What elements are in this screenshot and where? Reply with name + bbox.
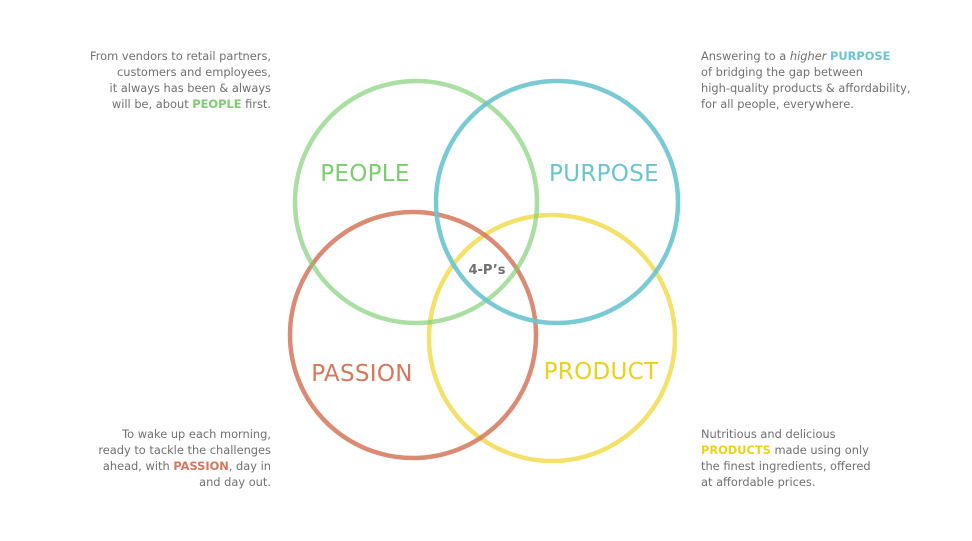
product-description-text: made using only (770, 443, 869, 457)
product-description: Nutritious and delicious PRODUCTS made u… (701, 426, 871, 490)
people-label: PEOPLE (320, 161, 410, 187)
purpose-highlight: PURPOSE (830, 49, 891, 63)
passion-circle (287, 209, 539, 461)
product-highlight: PRODUCTS (701, 443, 771, 457)
product-description-line: at affordable prices. (701, 475, 816, 489)
purpose-italic-word: higher (789, 49, 827, 63)
product-circle (426, 212, 678, 464)
purpose-description-line: Answering to a higher PURPOSE (701, 48, 910, 64)
people-description-text: first. (241, 97, 271, 111)
people-description-line: it always has been & always (109, 81, 271, 95)
product-label: PRODUCT (544, 359, 659, 385)
passion-description-line: and day out. (199, 475, 271, 489)
product-description-line: PRODUCTS made using only (701, 442, 871, 458)
people-description-line: will be, about PEOPLE first. (90, 96, 271, 112)
purpose-description-text: Answering to a (701, 49, 790, 63)
people-description-line: From vendors to retail partners, (90, 49, 271, 63)
purpose-description: Answering to a higher PURPOSE of bridgin… (701, 48, 910, 112)
people-description-line: customers and employees, (116, 65, 271, 79)
passion-description-text: ahead, with (102, 459, 174, 473)
purpose-description-line: high-quality products & affordability, (701, 81, 911, 95)
passion-description-line: To wake up each morning, (122, 427, 271, 441)
people-highlight: PEOPLE (192, 97, 242, 111)
passion-description: To wake up each morning, ready to tackle… (98, 426, 271, 490)
purpose-label: PURPOSE (549, 161, 659, 187)
people-description-text: will be, about (111, 97, 193, 111)
passion-description-line: ready to tackle the challenges (98, 443, 271, 457)
passion-description-text: , day in (228, 459, 271, 473)
people-circle (292, 78, 540, 326)
center-label: 4-P’s (468, 263, 505, 278)
purpose-description-line: of bridging the gap between (701, 65, 864, 79)
purpose-description-line: for all people, everywhere. (701, 97, 854, 111)
product-description-line: the finest ingredients, offered (701, 459, 871, 473)
people-description: From vendors to retail partners, custome… (90, 48, 271, 112)
product-description-line: Nutritious and delicious (701, 427, 836, 441)
passion-label: PASSION (311, 361, 413, 387)
passion-highlight: PASSION (173, 459, 229, 473)
purpose-circle (433, 78, 681, 326)
passion-description-line: ahead, with PASSION, day in (98, 458, 271, 474)
